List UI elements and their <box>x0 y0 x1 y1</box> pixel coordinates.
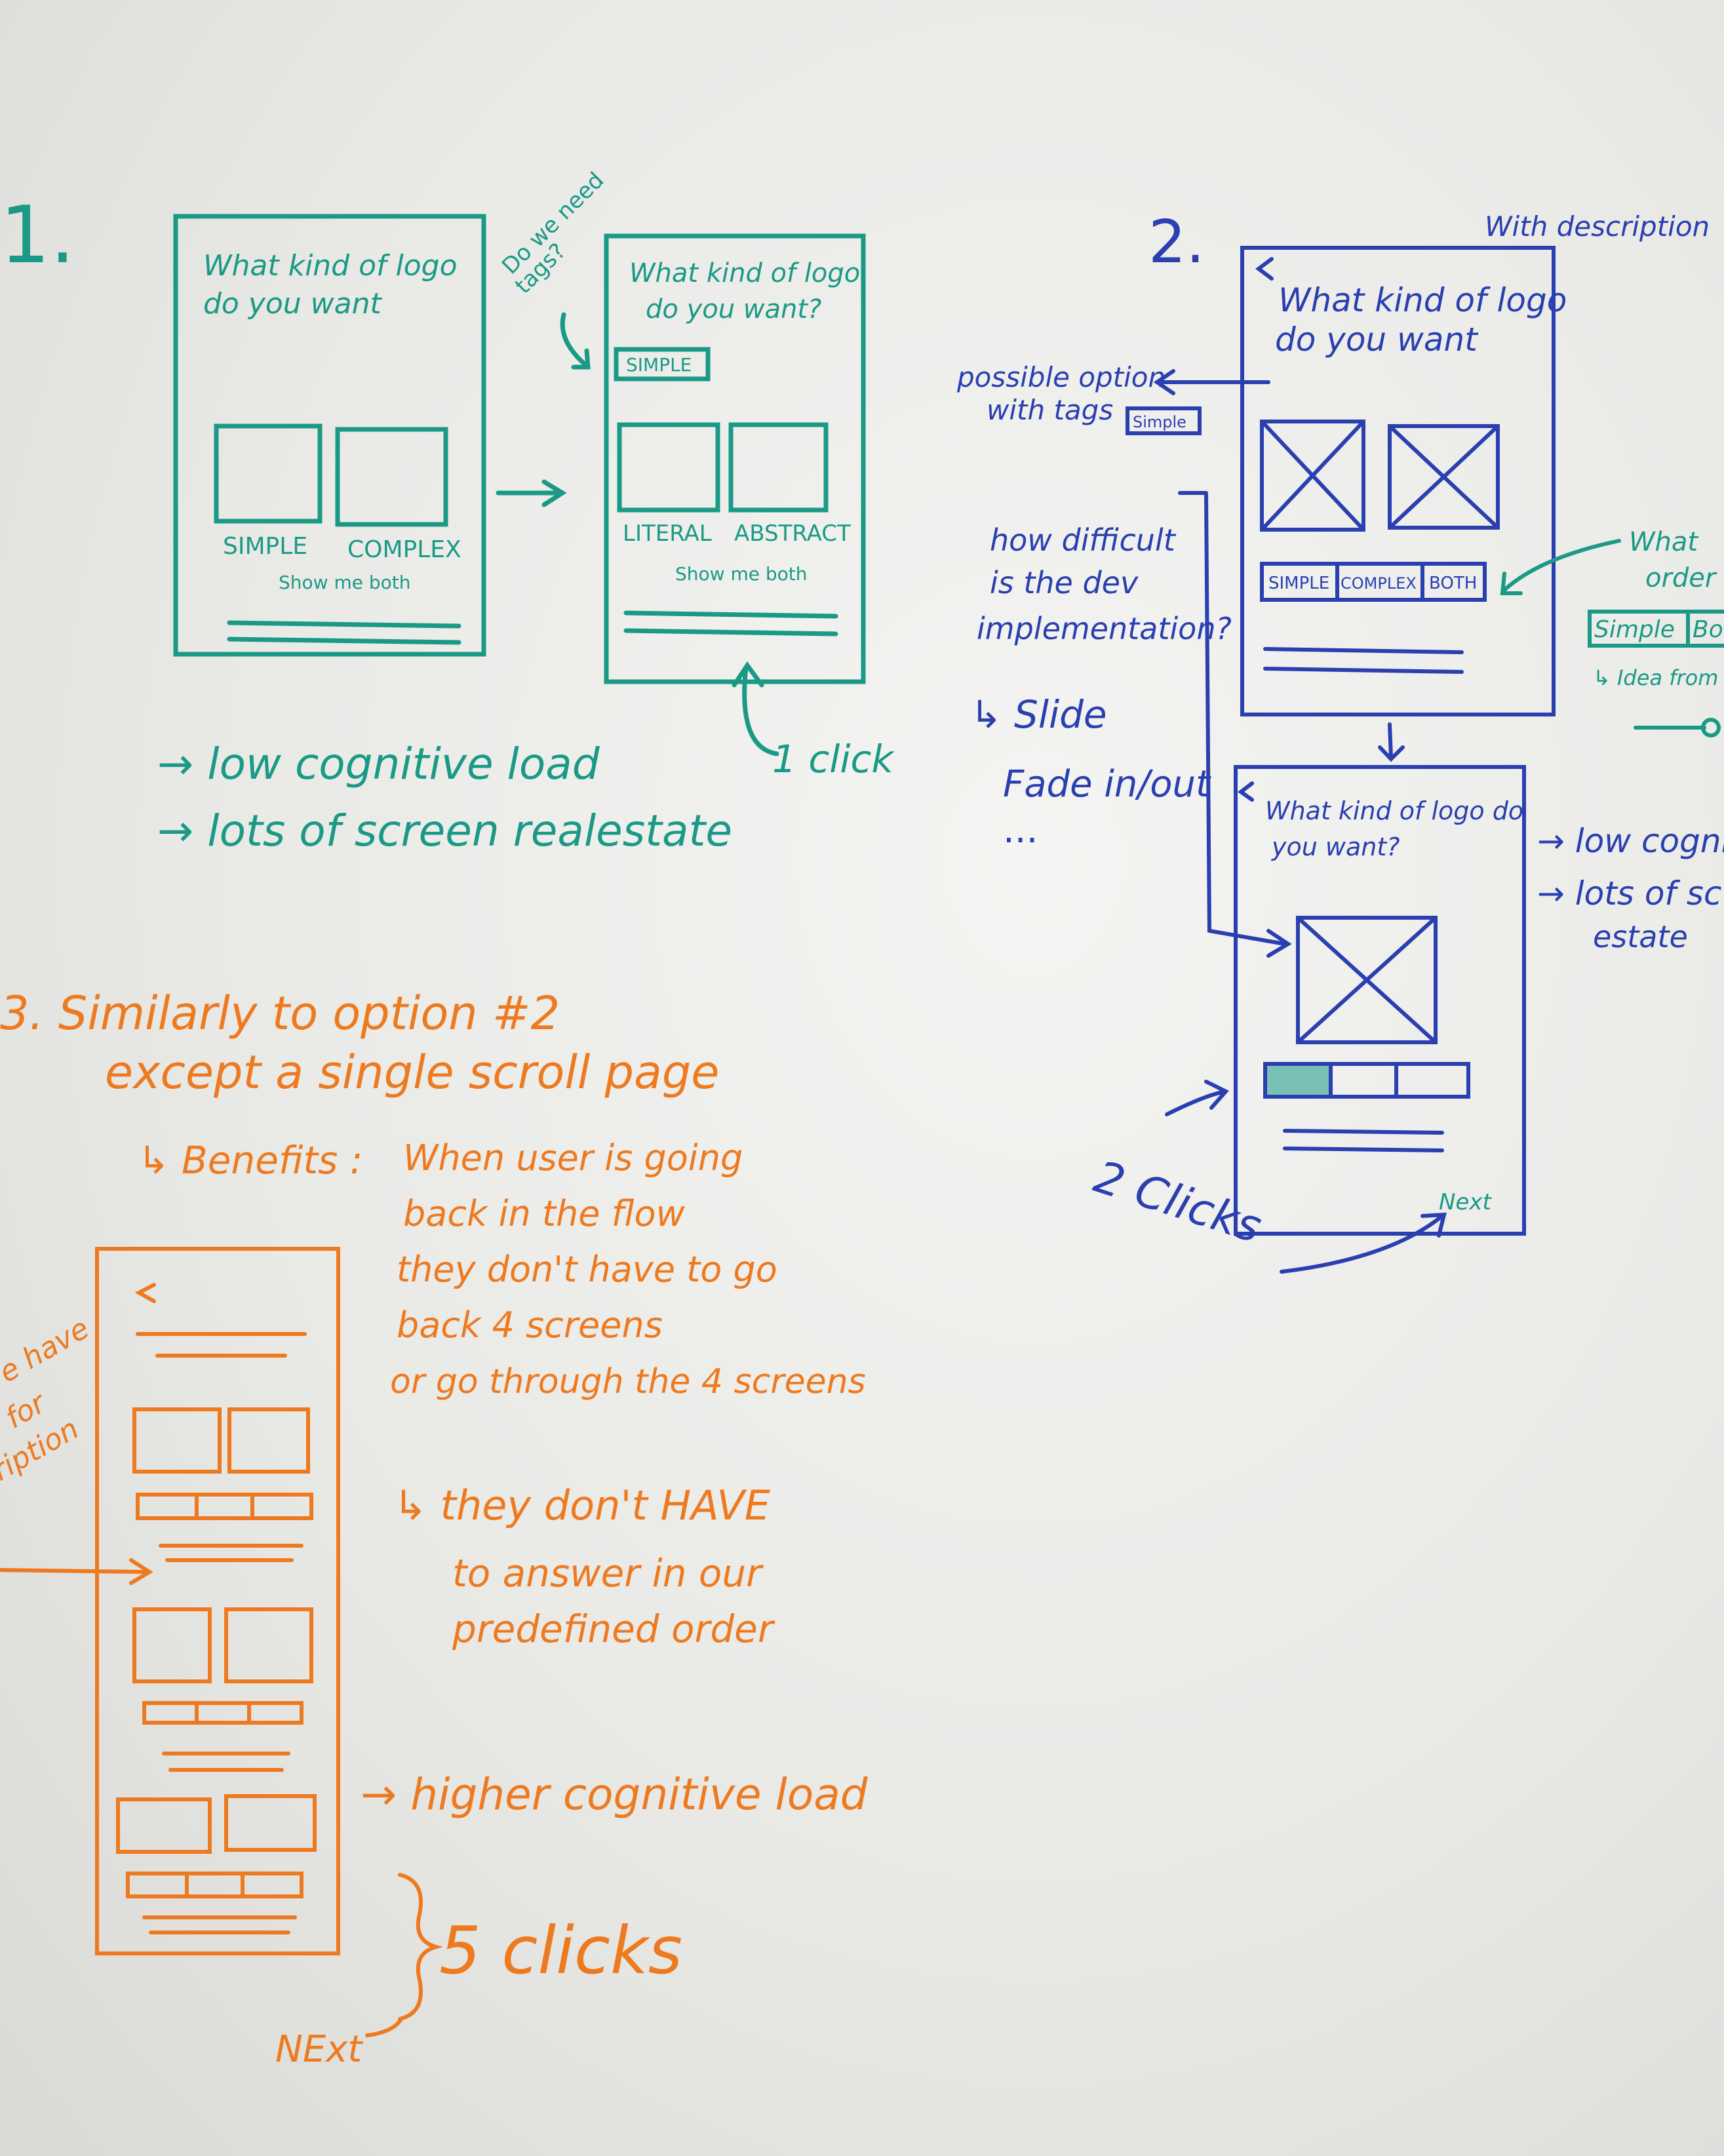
option-2: 2. With description What kind of logo do… <box>956 208 1724 1274</box>
option-3-left-note-1: e have <box>0 1312 95 1390</box>
option-3-benefit-1: When user is going <box>403 1137 743 1179</box>
option-3-block-3-image-left <box>116 1797 212 1854</box>
option-1-screen-a-image-left <box>214 423 323 524</box>
option-1-screen-b-tag-label: SIMPLE <box>626 354 692 376</box>
option-2-animation-2: Fade in/out <box>1003 763 1211 806</box>
option-1-screen-b-title-2: do you want? <box>646 294 821 324</box>
option-2-screen-a-frame <box>1240 246 1556 716</box>
option-2-right-idea: ↳ Idea from <box>1593 665 1718 690</box>
option-2-dev-question-1: how difficult <box>990 522 1177 558</box>
option-3-benefit-4: back 4 screens <box>397 1304 663 1346</box>
option-1-screen-a-image-right <box>335 427 448 527</box>
option-1-screen-b-title-1: What kind of logo <box>629 258 860 288</box>
option-2-pro-3: estate <box>1593 919 1688 954</box>
option-3-block-1-segments <box>136 1493 313 1520</box>
option-3-block-2-segments <box>142 1701 304 1725</box>
option-2-screen-a-image-right <box>1388 424 1500 530</box>
option-3-block-3-image-right <box>224 1794 317 1852</box>
option-3-benefit-3: they don't have to go <box>397 1249 777 1290</box>
option-2-animation-3: ... <box>1003 809 1038 852</box>
option-2-progress-bar <box>1263 1062 1470 1099</box>
option-1-screen-a-title-2: do you want <box>203 287 383 321</box>
option-3-clicks: 5 clicks <box>439 1912 682 1989</box>
option-2-dev-question-3: implementation? <box>977 611 1232 646</box>
option-1-screen-b-show-both: Show me both <box>675 563 807 585</box>
option-1-screen-a-option-left: SIMPLE <box>223 533 307 560</box>
option-3-benefits-label: ↳ Benefits : <box>138 1138 362 1183</box>
option-2-right-segment-2: Bo <box>1693 616 1723 643</box>
option-1-pro-1: → low cognitive load <box>157 739 600 789</box>
option-3-benefit-5: or go through the 4 screens <box>390 1362 866 1401</box>
option-1-screen-b-image-left <box>617 422 720 513</box>
option-2-screen-b-title-2: you want? <box>1271 833 1400 861</box>
option-1-screen-a-title-1: What kind of logo <box>203 249 458 283</box>
option-2-animation-1: ↳ Slide <box>970 692 1107 737</box>
option-2-possible-option-1: possible option <box>956 361 1166 393</box>
option-2-pro-2: → lots of sc <box>1537 874 1721 912</box>
option-1-screen-a-option-right: COMPLEX <box>347 536 461 563</box>
option-3-block-3-segments <box>126 1872 304 1898</box>
option-1-screen-b-option-left: LITERAL <box>623 520 712 547</box>
option-1: 1. What kind of logo do you want SIMPLE … <box>0 167 895 856</box>
option-1-screen-b-option-right: ABSTRACT <box>734 520 851 547</box>
option-1-screen-b-image-right <box>728 422 829 513</box>
option-2-screen-a-title-1: What kind of logo <box>1278 281 1567 319</box>
option-2-screen-b-image <box>1296 916 1438 1044</box>
option-2-screen-b-frame <box>1234 765 1526 1236</box>
option-2-dev-question-2: is the dev <box>990 565 1139 600</box>
option-2-screen-a-title-2: do you want <box>1275 321 1479 359</box>
option-3-scroll-screen-frame <box>95 1247 340 1955</box>
option-2-next: Next <box>1439 1189 1492 1215</box>
option-3-block-2-image-left <box>132 1607 212 1683</box>
option-1-pro-2: → lots of screen realestate <box>157 806 732 856</box>
option-3-next: NExt <box>275 2028 363 2071</box>
option-2-right-segment-1: Simple <box>1594 616 1675 643</box>
option-2-possible-option-2: with tags <box>987 394 1113 426</box>
option-3-block-2-image-right <box>224 1607 313 1683</box>
option-3-benefit-b2: to answer in our <box>452 1551 764 1596</box>
option-2-right-segment <box>1588 610 1724 648</box>
option-1-click-note: 1 click <box>772 737 895 781</box>
option-3: 3. Similarly to option #2 except a singl… <box>0 987 869 2071</box>
option-1-screen-b-tag <box>614 347 711 382</box>
option-3-block-1-image-right <box>227 1407 310 1474</box>
option-3-block-1-image-left <box>132 1407 222 1474</box>
option-2-screen-a-image-left <box>1260 420 1365 532</box>
option-2-right-note-2: order <box>1645 563 1717 593</box>
option-2-tag <box>1126 406 1202 435</box>
option-3-benefit-2: back in the flow <box>403 1193 686 1234</box>
option-2-segment-2: COMPLEX <box>1341 574 1417 593</box>
option-2-right-note-1: What <box>1629 527 1698 557</box>
option-3-benefit-b1: ↳ they don't HAVE <box>393 1481 771 1529</box>
option-2-screen-b-title-1: What kind of logo do <box>1265 796 1523 825</box>
option-1-number: 1. <box>0 190 75 281</box>
option-2-pro-1: → low cognit <box>1537 822 1724 860</box>
option-2-tag-label: Simple <box>1133 413 1186 431</box>
option-2-segment-3: BOTH <box>1429 574 1477 593</box>
option-2-click-note: 2 Clicks <box>1088 1151 1268 1253</box>
option-2-screen-a-segment-control <box>1260 562 1487 602</box>
option-3-con: → higher cognitive load <box>361 1769 869 1820</box>
option-3-heading-1: 3. Similarly to option #2 <box>0 987 560 1040</box>
option-1-screen-a-show-both: Show me both <box>279 572 410 593</box>
option-2-number: 2. <box>1148 208 1205 277</box>
option-1-screen-a-frame <box>173 214 486 657</box>
option-3-benefit-b3: predefined order <box>452 1607 775 1651</box>
option-2-with-description: With description <box>1485 210 1710 243</box>
option-3-heading-2: except a single scroll page <box>105 1046 719 1099</box>
option-2-segment-1: SIMPLE <box>1268 574 1329 593</box>
